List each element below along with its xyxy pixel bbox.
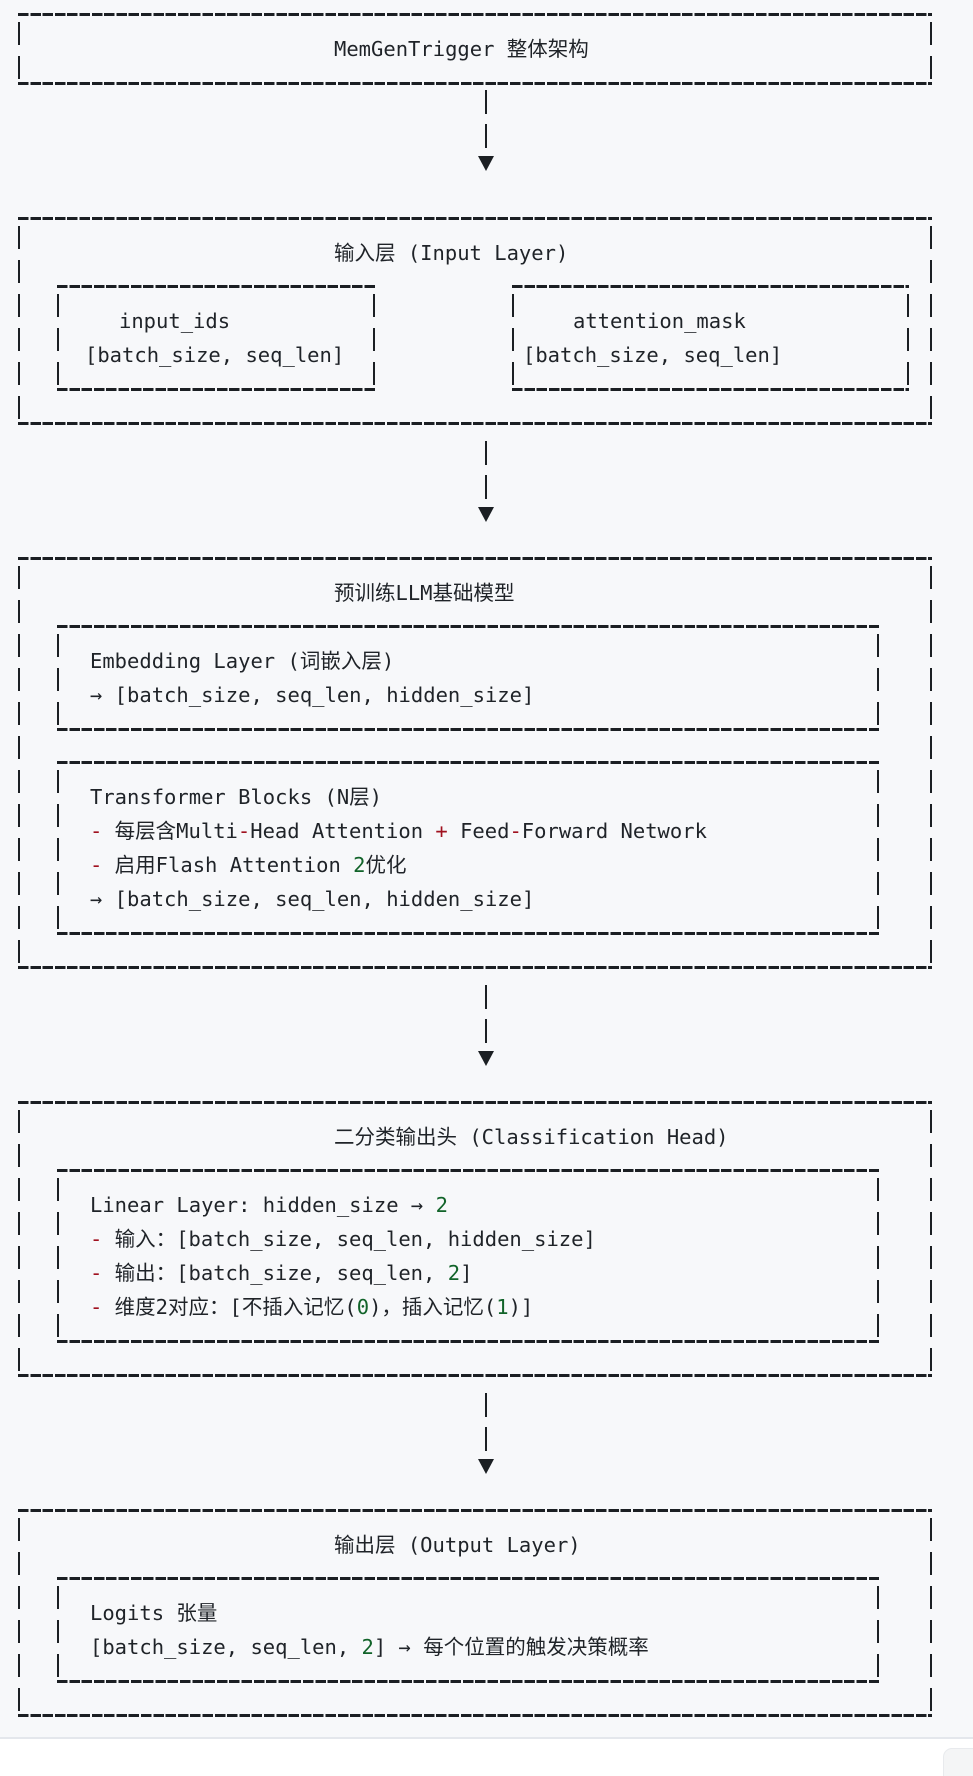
input-ids-shape: [batch_size, seq_len] bbox=[85, 343, 345, 367]
arrow-line-icon bbox=[485, 441, 487, 465]
arrow-down-icon bbox=[478, 156, 494, 171]
arrow-line-icon bbox=[485, 124, 487, 148]
box-embedding-layer: Embedding Layer (词嵌入层) → [batch_size, se… bbox=[57, 625, 879, 731]
logits-shape: [batch_size, seq_len, 2] → 每个位置的触发决策概率 bbox=[90, 1635, 649, 1659]
box-pretrained-llm: 预训练LLM基础模型 Embedding Layer (词嵌入层) → [bat… bbox=[18, 557, 932, 969]
box-classification-head: 二分类输出头 (Classification Head) Linear Laye… bbox=[18, 1101, 932, 1377]
logits-label: Logits 张量 bbox=[90, 1601, 218, 1625]
ascii-architecture-code-block: MemGenTrigger 整体架构 输入层 (Input Layer) inp… bbox=[0, 13, 973, 1739]
box-attention-mask: attention_mask [batch_size, seq_len] bbox=[512, 285, 909, 391]
embedding-layer-label: Embedding Layer (词嵌入层) bbox=[90, 649, 395, 673]
arrow-down-icon bbox=[478, 1051, 494, 1066]
box-transformer-blocks: Transformer Blocks (N层) - 每层含Multi-Head … bbox=[57, 761, 879, 935]
pretrained-llm-title: 预训练LLM基础模型 bbox=[334, 581, 515, 605]
attention-mask-shape: [batch_size, seq_len] bbox=[523, 343, 783, 367]
box-input-layer: 输入层 (Input Layer) input_ids [batch_size,… bbox=[18, 217, 932, 425]
arrow-line-icon bbox=[485, 475, 487, 499]
transformer-blocks-label: Transformer Blocks (N层) bbox=[90, 785, 383, 809]
linear-dim2-meaning: - 维度2对应：[不插入记忆(0)，插入记忆(1)] bbox=[90, 1295, 534, 1319]
output-layer-title: 输出层 (Output Layer) bbox=[334, 1533, 581, 1557]
arrow-line-icon bbox=[485, 1019, 487, 1043]
attention-mask-name: attention_mask bbox=[573, 309, 746, 333]
floating-corner-button[interactable] bbox=[943, 1748, 973, 1776]
transformer-output-shape: → [batch_size, seq_len, hidden_size] bbox=[90, 887, 535, 911]
linear-output-shape: - 输出：[batch_size, seq_len, 2] bbox=[90, 1261, 473, 1285]
input-layer-title: 输入层 (Input Layer) bbox=[334, 241, 569, 265]
embedding-output-shape: → [batch_size, seq_len, hidden_size] bbox=[90, 683, 535, 707]
box-logits: Logits 张量 [batch_size, seq_len, 2] → 每个位… bbox=[57, 1577, 879, 1683]
linear-input-shape: - 输入：[batch_size, seq_len, hidden_size] bbox=[90, 1227, 596, 1251]
arrow-line-icon bbox=[485, 1393, 487, 1417]
arrow-down-icon bbox=[478, 507, 494, 522]
transformer-detail-flash: - 启用Flash Attention 2优化 bbox=[90, 853, 407, 877]
arrow-line-icon bbox=[485, 90, 487, 114]
transformer-detail-attention: - 每层含Multi-Head Attention + Feed-Forward… bbox=[90, 819, 707, 843]
linear-layer-label: Linear Layer: hidden_size → 2 bbox=[90, 1193, 448, 1217]
arrow-line-icon bbox=[485, 985, 487, 1009]
box-linear-layer: Linear Layer: hidden_size → 2 - 输入：[batc… bbox=[57, 1169, 879, 1343]
arrow-line-icon bbox=[485, 1427, 487, 1451]
input-ids-name: input_ids bbox=[119, 309, 231, 333]
box-input-ids: input_ids [batch_size, seq_len] bbox=[57, 285, 375, 391]
box-output-layer: 输出层 (Output Layer) Logits 张量 [batch_size… bbox=[18, 1509, 932, 1717]
overall-title: MemGenTrigger 整体架构 bbox=[334, 37, 589, 61]
box-overall-architecture: MemGenTrigger 整体架构 bbox=[18, 13, 932, 85]
arrow-down-icon bbox=[478, 1459, 494, 1474]
classification-head-title: 二分类输出头 (Classification Head) bbox=[334, 1125, 729, 1149]
